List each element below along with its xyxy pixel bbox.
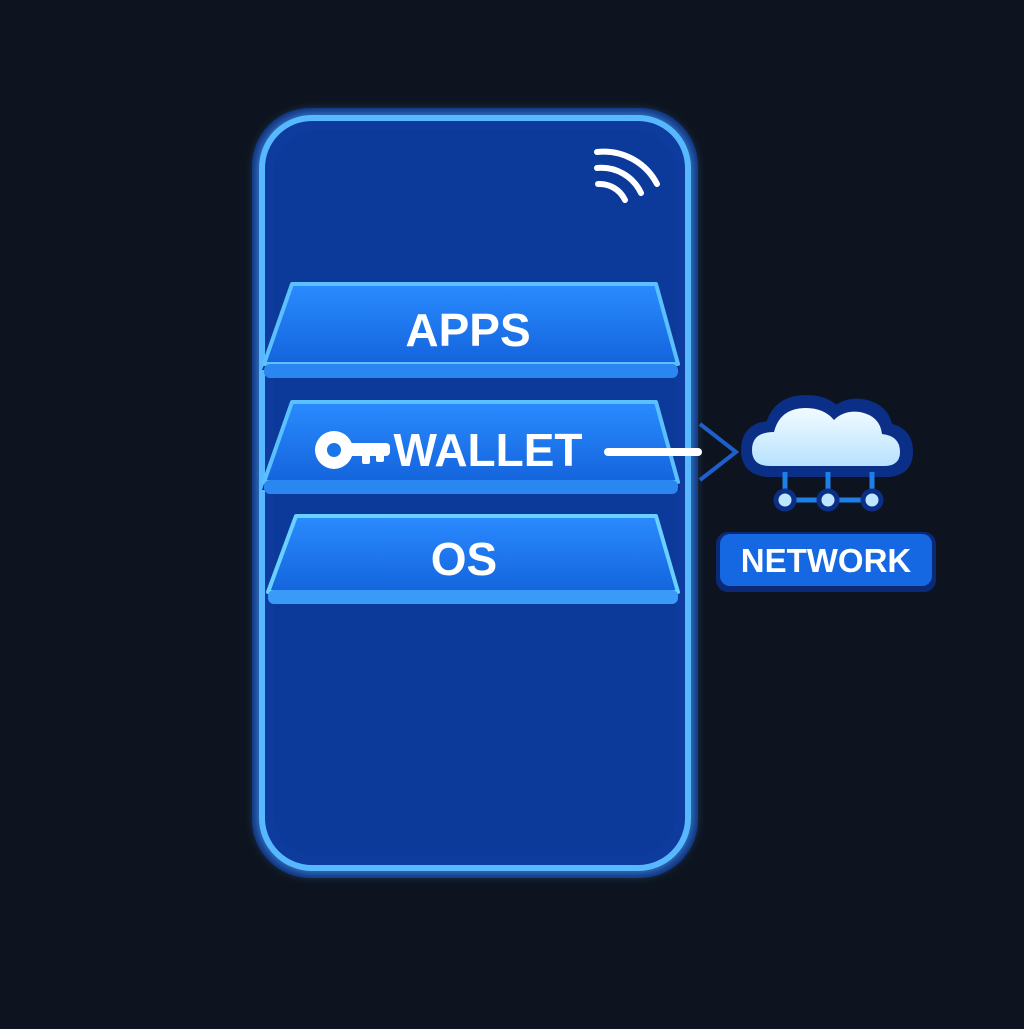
cloud-network-icon [740,394,914,512]
wallet-layer: WALLET [262,400,680,494]
network-badge: NETWORK [716,532,936,592]
network-label: NETWORK [741,542,912,579]
wallet-network-connector [604,422,740,482]
os-layer-label: OS [431,533,497,585]
wireless-signal-icon [594,148,660,203]
apps-layer-label: APPS [405,304,530,356]
wallet-layer-label: WALLET [393,424,582,476]
key-icon [315,431,390,469]
os-layer: OS [266,514,680,604]
apps-layer: APPS [262,282,680,378]
